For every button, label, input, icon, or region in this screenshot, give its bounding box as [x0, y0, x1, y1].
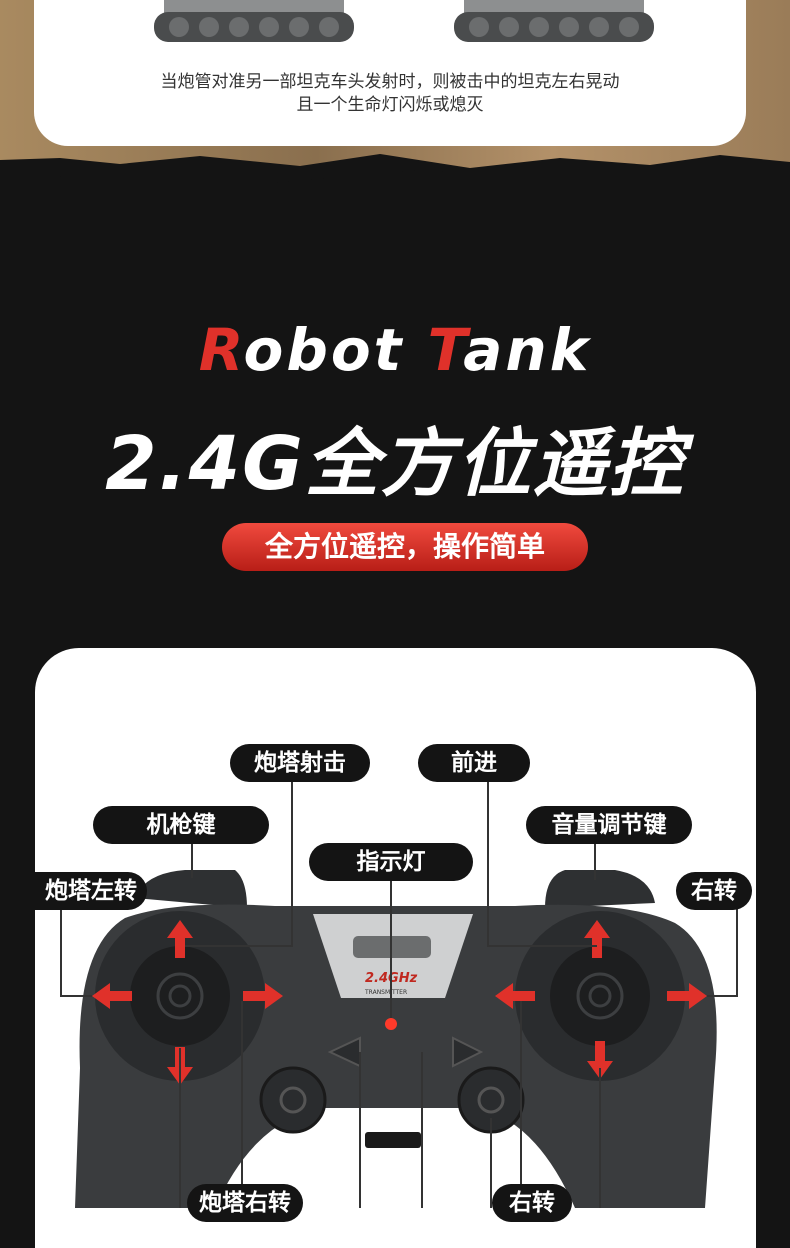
- indicator-led: [385, 1018, 397, 1030]
- title-tank-rest: ank: [463, 316, 592, 384]
- title-letter-t: T: [427, 316, 464, 384]
- robot-tank-title: Robot Tank: [0, 316, 790, 384]
- tank-image-right: [454, 0, 654, 42]
- caption-line-2: 且一个生命灯闪烁或熄灭: [296, 95, 484, 115]
- title-letter-r: R: [198, 316, 244, 384]
- label-machine-gun: 机枪键: [93, 806, 269, 844]
- screen-sub-text: TRANSMITTER: [364, 989, 407, 996]
- label-turret-fire: 炮塔射击: [230, 744, 370, 782]
- controller-diagram: 2.4GHz TRANSMITTER: [60, 780, 738, 1208]
- brush-stroke-divider: [0, 154, 790, 220]
- title-robot-rest: obot: [243, 316, 428, 384]
- label-turret-right: 炮塔右转: [187, 1184, 303, 1222]
- right-stick-arrows: [495, 920, 707, 1079]
- label-turret-left: 炮塔左转: [35, 872, 147, 910]
- right-bumper: [545, 870, 655, 908]
- left-bumper: [135, 870, 247, 908]
- feature-pill: 全方位遥控，操作简单: [222, 523, 588, 571]
- label-forward: 前进: [418, 744, 530, 782]
- label-indicator: 指示灯: [309, 843, 473, 881]
- label-right-turn-bottom: 右转: [492, 1184, 572, 1222]
- leader-lines: [60, 780, 738, 1208]
- top-feature-card: 当炮管对准另一部坦克车头发射时，则被击中的坦克左右晃动 且一个生命灯闪烁或熄灭: [34, 0, 746, 146]
- label-volume: 音量调节键: [526, 806, 692, 844]
- right-triangle-button[interactable]: [452, 1036, 484, 1068]
- main-title: 2.4G全方位遥控: [105, 421, 685, 507]
- left-joystick: [130, 946, 230, 1046]
- left-round-button[interactable]: [259, 1066, 327, 1134]
- tank-image-left: [154, 0, 354, 42]
- label-turn-right: 右转: [676, 872, 752, 910]
- caption-line-1: 当炮管对准另一部坦克车头发射时，则被击中的坦克左右晃动: [160, 72, 620, 92]
- controller-card: 2.4GHz TRANSMITTER: [35, 648, 756, 1248]
- right-joystick: [550, 946, 650, 1046]
